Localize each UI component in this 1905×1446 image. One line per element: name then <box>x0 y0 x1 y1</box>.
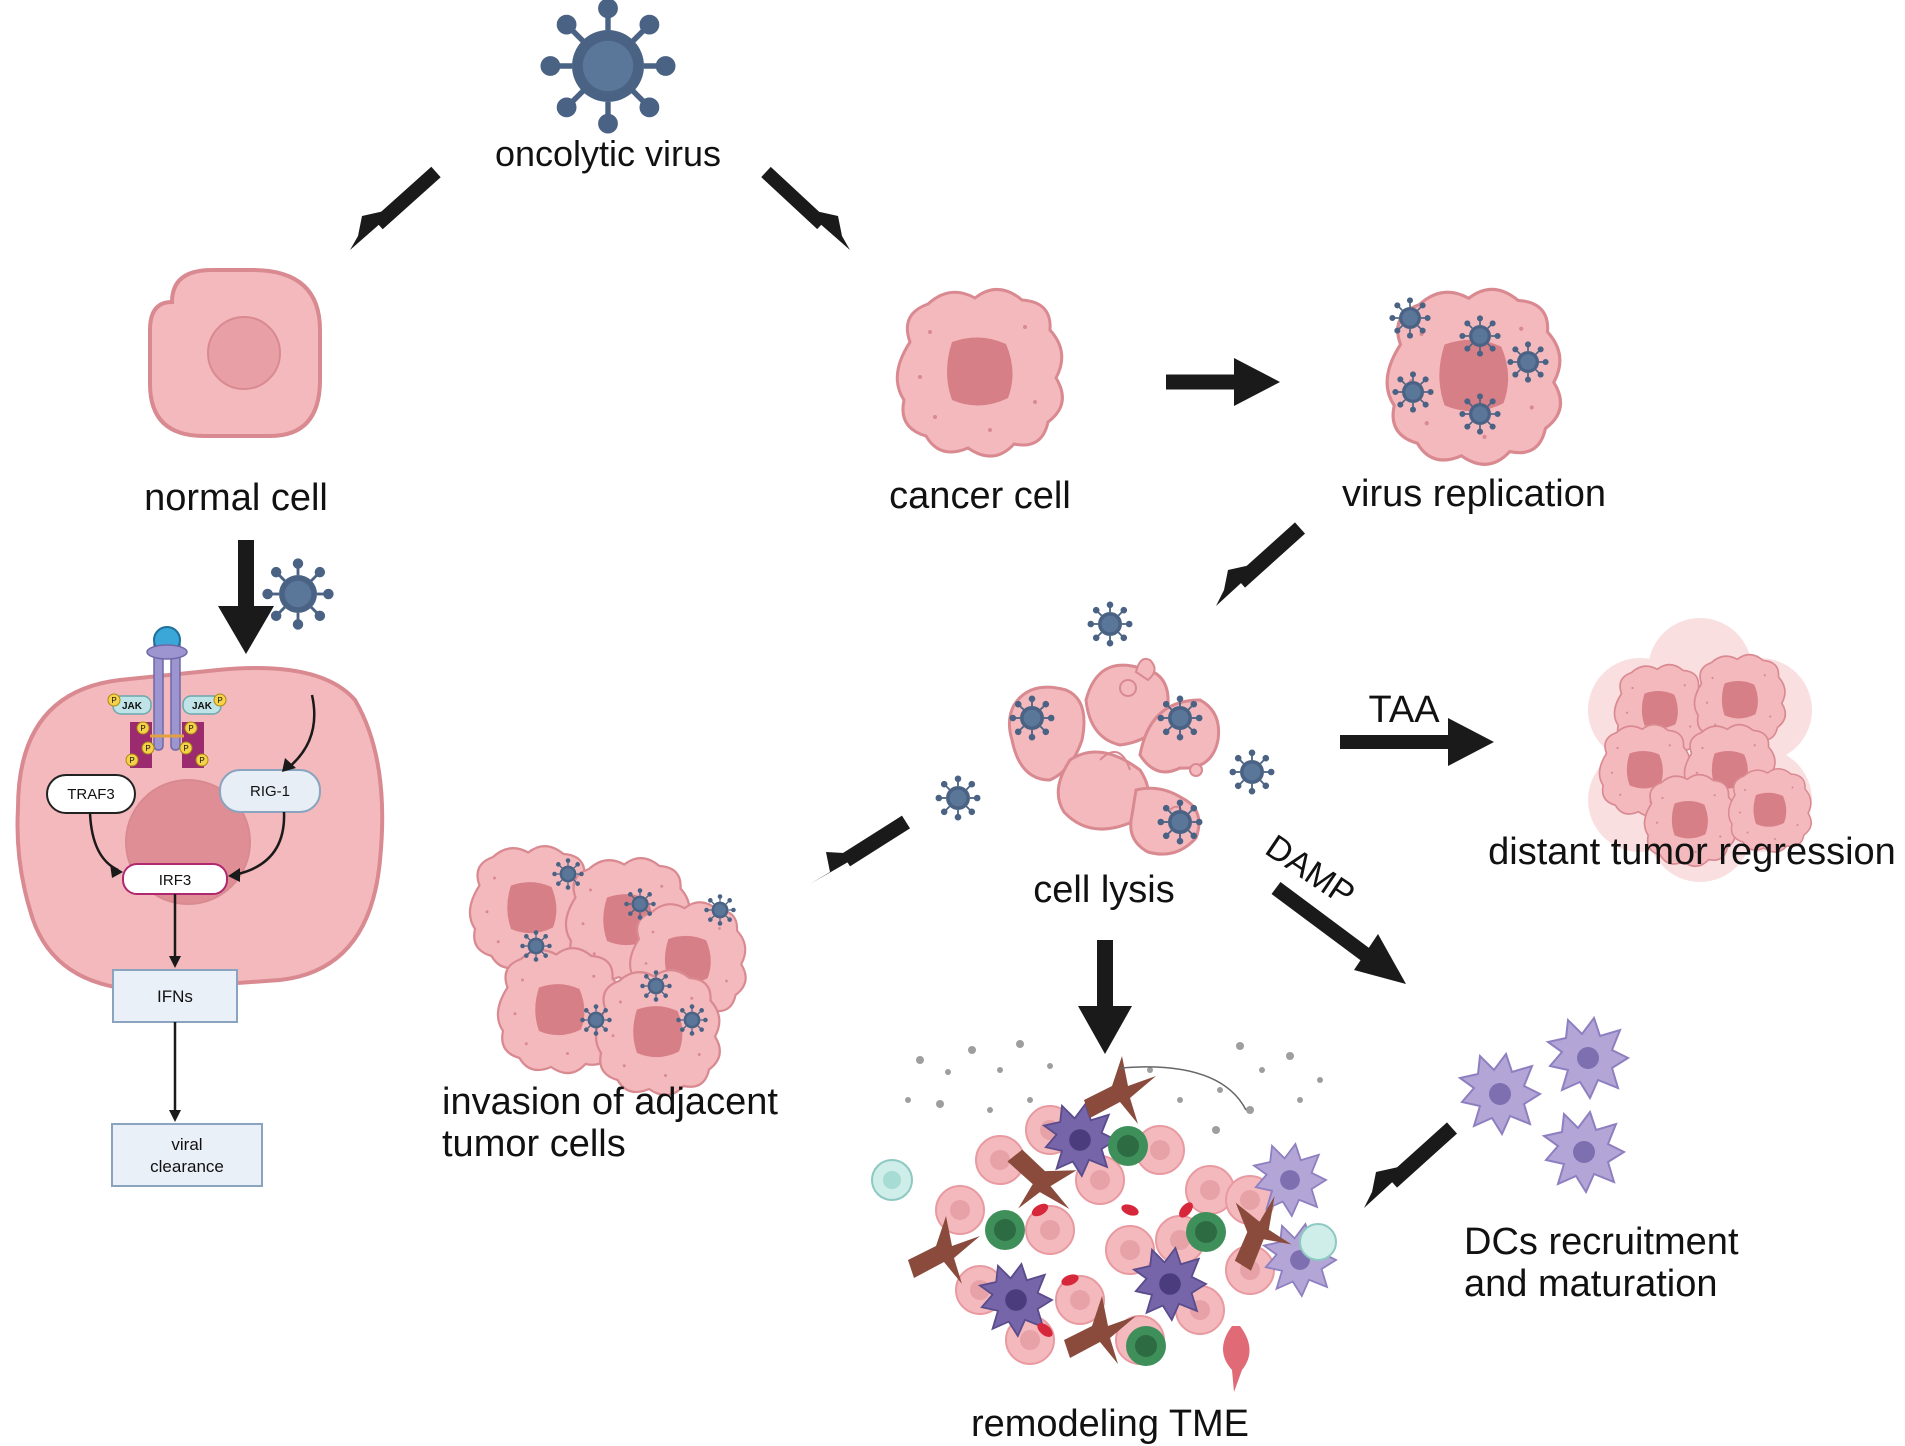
pathway-arrows <box>88 694 316 1114</box>
svg-text:P: P <box>140 724 145 733</box>
cell-lysis-label: cell lysis <box>1033 869 1174 911</box>
invasion-label-line2: tumor cells <box>442 1123 626 1165</box>
svg-text:RIG-1: RIG-1 <box>250 783 290 800</box>
traf3-box: TRAF3 <box>46 774 136 814</box>
taa-label: TAA <box>1368 689 1440 731</box>
svg-text:IFNs: IFNs <box>157 987 193 1006</box>
normal-cell-icon <box>148 268 322 438</box>
arrow-damp <box>1271 881 1406 984</box>
dcs-label-line2: and maturation <box>1464 1263 1718 1305</box>
svg-text:P: P <box>188 724 193 733</box>
dcs-icon <box>1459 1017 1629 1193</box>
ifns-box: IFNs <box>112 969 238 1023</box>
svg-text:P: P <box>217 696 222 705</box>
svg-text:P: P <box>129 756 134 765</box>
arrow-to-tme <box>1078 940 1132 1054</box>
svg-text:JAK: JAK <box>192 701 213 712</box>
oncolytic-virus-icon <box>543 1 673 131</box>
arrow-to-normal-cell <box>350 166 441 250</box>
svg-text:clearance: clearance <box>150 1157 224 1176</box>
viral-clearance-box: viral clearance <box>111 1123 263 1187</box>
svg-text:TRAF3: TRAF3 <box>67 786 115 803</box>
irf3-box: IRF3 <box>122 863 228 895</box>
virus-replication-label: virus replication <box>1342 473 1606 515</box>
arrow-normal-to-pathway <box>218 540 274 654</box>
svg-text:JAK: JAK <box>122 701 143 712</box>
phosphate-icons <box>107 693 227 767</box>
virus-replication-icon <box>1385 287 1563 466</box>
svg-text:viral: viral <box>171 1135 202 1154</box>
tme-fiber <box>1119 1066 1247 1111</box>
arrow-taa <box>1340 718 1494 766</box>
arrow-to-cancer-cell <box>761 166 850 250</box>
svg-text:P: P <box>145 744 150 753</box>
tme-free-cells <box>871 1159 1337 1261</box>
phosphate-labels: P P P P P P P P <box>111 696 222 765</box>
distant-tumor-regression-label: distant tumor regression <box>1488 831 1896 873</box>
remodeling-tme-label: remodeling TME <box>971 1403 1249 1445</box>
oncolytic-virus-label: oncolytic virus <box>495 133 721 174</box>
arrow-to-cell-lysis <box>1216 522 1306 606</box>
svg-text:P: P <box>199 756 204 765</box>
arrow-dcs-to-tme <box>1364 1122 1458 1208</box>
cancer-cell-icon <box>895 287 1064 458</box>
arrow-to-virus-replication <box>1166 358 1280 406</box>
normal-cell-label: normal cell <box>144 477 328 519</box>
cancer-cell-label: cancer cell <box>889 475 1071 517</box>
pathway-cell <box>15 666 385 993</box>
tme-blood-vessel <box>1223 1326 1250 1392</box>
svg-text:P: P <box>111 696 116 705</box>
svg-text:IRF3: IRF3 <box>159 872 192 889</box>
svg-text:P: P <box>183 744 188 753</box>
rig1-box: RIG-1 <box>219 769 321 813</box>
virus-icon-pathway <box>262 558 334 630</box>
dcs-label-line1: DCs recruitment <box>1464 1221 1739 1263</box>
damp-label: DAMP <box>1259 828 1362 914</box>
distant-tumor-icon <box>1588 618 1812 882</box>
invasion-cluster-icon <box>468 844 747 1097</box>
tme-particles <box>905 1040 1323 1134</box>
invasion-label-line1: invasion of adjacent <box>442 1081 778 1123</box>
pathway-arrowheads <box>110 758 296 1122</box>
jak-right: JAK <box>182 695 222 715</box>
arrow-to-invasion <box>810 815 911 884</box>
